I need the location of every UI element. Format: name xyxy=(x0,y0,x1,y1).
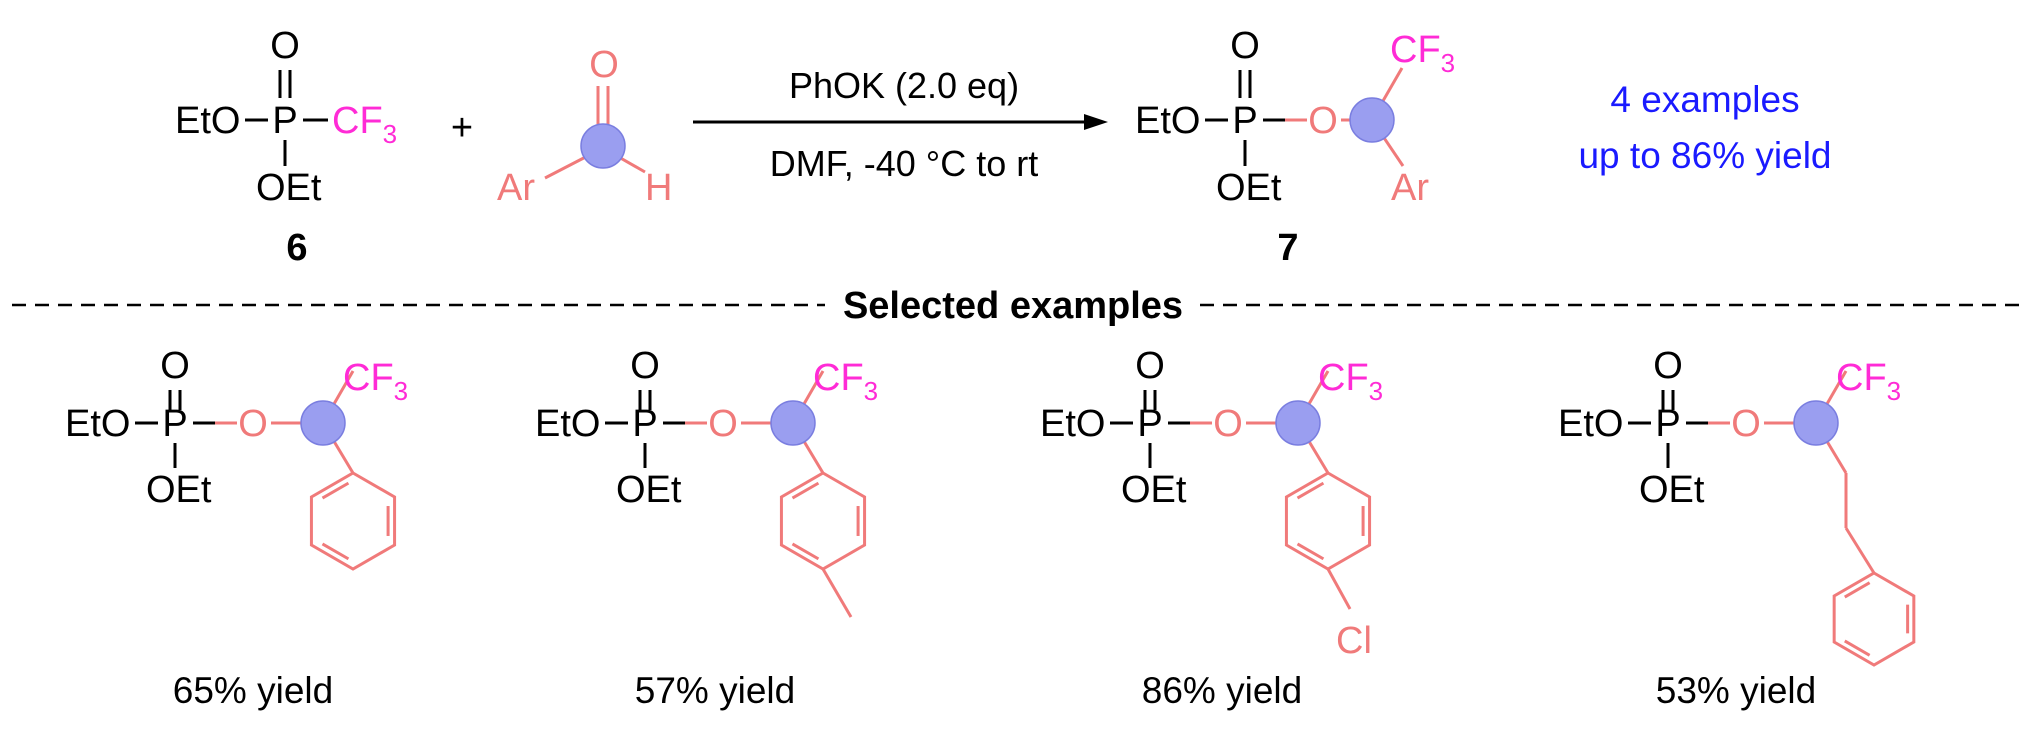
example-1-phosphorus: P xyxy=(162,403,187,445)
product-7-link-oxygen: O xyxy=(1308,100,1338,142)
example-2-phenyl-double-bond-1 xyxy=(791,542,820,561)
summary-examples-count: 4 examples xyxy=(1610,79,1799,120)
example-4-link-oxygen: O xyxy=(1731,403,1761,445)
example-3-oxo-atom: O xyxy=(1135,345,1165,387)
example-2-phenyl-ring xyxy=(779,471,867,571)
example-3-phenyl-double-bond-1 xyxy=(1296,542,1325,561)
example-1-oxo-atom: O xyxy=(160,345,190,387)
aldehyde-ar: Ar xyxy=(497,167,535,209)
example-1-eto: EtO xyxy=(65,403,130,445)
example-2-link-oxygen: O xyxy=(708,403,738,445)
example-1-cf3: CF3 xyxy=(343,357,408,406)
summary-max-yield: up to 86% yield xyxy=(1578,135,1831,176)
example-4-phosphorus: P xyxy=(1655,403,1680,445)
example-2-cf3: CF3 xyxy=(813,357,878,406)
product-7-carbon-highlight xyxy=(1349,97,1395,143)
example-1-yield: 65% yield xyxy=(173,670,333,711)
example-3-phenyl-ring xyxy=(1284,471,1372,571)
example-2-yield: 57% yield xyxy=(635,670,795,711)
reagent-6-oet: OEt xyxy=(256,167,322,209)
product-7-cf3: CF3 xyxy=(1390,29,1455,78)
reaction-arrow-group: PhOK (2.0 eq) DMF, -40 °C to rt xyxy=(693,65,1108,184)
conditions-bottom: DMF, -40 °C to rt xyxy=(770,143,1038,184)
example-4-oxo-atom: O xyxy=(1653,345,1683,387)
reagent-6-cf3: CF3 xyxy=(332,100,397,149)
aldehyde-h: H xyxy=(645,167,672,209)
example-3-phosphorus: P xyxy=(1137,403,1162,445)
reagent-6-oxo-atom: O xyxy=(270,25,300,67)
reagent-6-phosphorus: P xyxy=(272,100,297,142)
aldehyde-carbon-highlight xyxy=(580,123,626,169)
example-2-phosphorus: P xyxy=(632,403,657,445)
section-title: Selected examples xyxy=(843,285,1183,327)
example-3-eto: EtO xyxy=(1040,403,1105,445)
reagent-6: O EtO P CF3 OEt 6 xyxy=(175,25,397,269)
example-4-yield: 53% yield xyxy=(1656,670,1816,711)
aryl-aldehyde: O Ar H xyxy=(497,44,672,209)
example-3-carbon-highlight xyxy=(1275,400,1321,446)
example-4-cf3: CF3 xyxy=(1836,357,1901,406)
example-1-link-oxygen: O xyxy=(238,403,268,445)
example-2-phenyl-double-bond-2 xyxy=(791,481,820,500)
example-3-chlorine: Cl xyxy=(1336,620,1372,662)
example-1-oet: OEt xyxy=(146,469,212,511)
example-2-carbon-highlight xyxy=(770,400,816,446)
example-3-link-oxygen: O xyxy=(1213,403,1243,445)
example-2-methyl-bond xyxy=(821,568,853,618)
conditions-top: PhOK (2.0 eq) xyxy=(789,65,1019,106)
compound-label-6: 6 xyxy=(286,227,307,269)
example-3-phenyl-double-bond-2 xyxy=(1296,481,1325,500)
product-7-phosphorus: P xyxy=(1232,100,1257,142)
example-4-phenyl-double-bond-2 xyxy=(1844,581,1871,599)
aldehyde-oxygen: O xyxy=(589,44,619,86)
example-4-chain-bond-2 xyxy=(1844,527,1876,574)
compound-label-7: 7 xyxy=(1277,227,1298,269)
example-1-phenyl-double-bond-1 xyxy=(321,542,350,561)
example-4-carbon-highlight xyxy=(1793,400,1839,446)
example-3-cl-bond xyxy=(1326,568,1352,610)
reaction-arrow-head xyxy=(1084,114,1108,130)
reagent-6-eto: EtO xyxy=(175,100,240,142)
example-2-oxo-atom: O xyxy=(630,345,660,387)
product-7: O EtO P O CF3 OEt Ar 7 xyxy=(1135,25,1455,269)
example-4-phenyl-ring xyxy=(1832,571,1916,667)
product-7-eto: EtO xyxy=(1135,100,1200,142)
example-2-eto: EtO xyxy=(535,403,600,445)
example-2-oet: OEt xyxy=(616,469,682,511)
example-4-oet: OEt xyxy=(1639,469,1705,511)
example-3-cf3: CF3 xyxy=(1318,357,1383,406)
product-7-oet: OEt xyxy=(1216,167,1282,209)
plus-sign: + xyxy=(451,107,473,149)
example-1-phenyl-double-bond-2 xyxy=(321,481,350,500)
product-7-oxo-atom: O xyxy=(1230,25,1260,67)
example-3-yield: 86% yield xyxy=(1142,670,1302,711)
product-7-ar: Ar xyxy=(1391,167,1429,209)
example-4-eto: EtO xyxy=(1558,403,1623,445)
example-1-phenyl-ring xyxy=(309,471,397,571)
example-1-carbon-highlight xyxy=(300,400,346,446)
example-3-oet: OEt xyxy=(1121,469,1187,511)
example-4-phenyl-double-bond-1 xyxy=(1844,639,1871,657)
